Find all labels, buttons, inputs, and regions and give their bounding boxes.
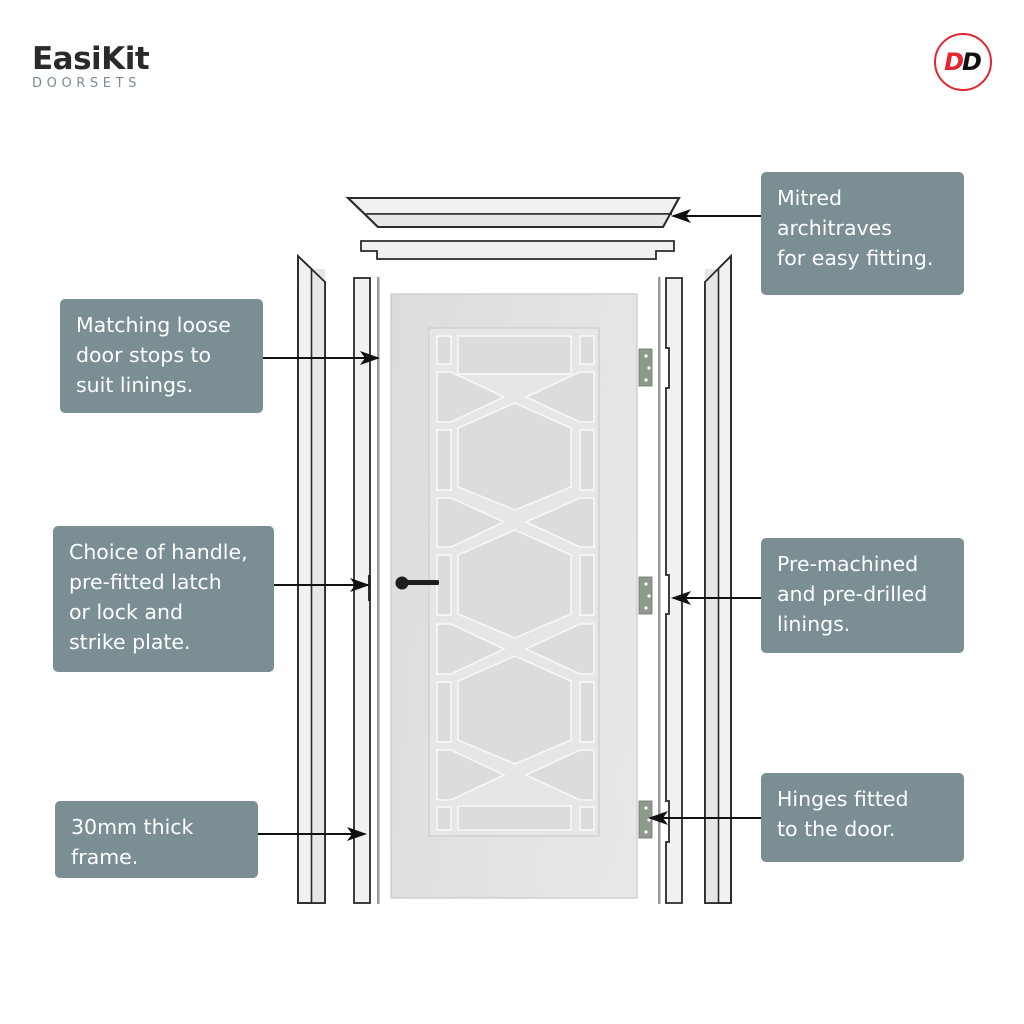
hinge-top [638, 348, 653, 387]
callout-line: frame. [71, 845, 139, 869]
callout-line: for easy fitting. [777, 246, 934, 270]
callout-line: Hinges fitted [777, 787, 909, 811]
callout-mitred-architraves: Mitred architraves for easy fitting. [761, 172, 964, 295]
callout-line: linings. [777, 612, 851, 636]
callout-line: strike plate. [69, 630, 191, 654]
callout-line: Mitred [777, 186, 843, 210]
door-stop-right [658, 277, 661, 904]
callout-line: door stops to [76, 343, 212, 367]
lining-left [353, 277, 371, 904]
hinge-bottom [638, 800, 653, 839]
callout-line: Matching loose [76, 313, 231, 337]
door-stop-left [377, 277, 380, 904]
callout-frame: 30mm thick frame. [55, 801, 258, 878]
callout-line: or lock and [69, 600, 183, 624]
head-lining [360, 240, 675, 260]
callout-line: pre-fitted latch [69, 570, 222, 594]
callout-handle: Choice of handle, pre-fitted latch or lo… [53, 526, 274, 672]
architrave-top [345, 197, 681, 228]
strike-plate [368, 575, 371, 601]
callout-line: suit linings. [76, 373, 194, 397]
badge-letter-black: D [962, 48, 982, 76]
brand-tagline: DOORSETS [32, 76, 141, 91]
architrave-left [297, 253, 326, 904]
callout-line: to the door. [777, 817, 896, 841]
brand-logo: EasiKit DOORSETS [32, 41, 150, 92]
callout-door-stops: Matching loose door stops to suit lining… [60, 299, 263, 413]
callout-line: and pre-drilled [777, 582, 928, 606]
hinges [638, 348, 653, 839]
door-leaf [390, 293, 638, 899]
hinge-middle [638, 576, 653, 615]
callout-line: Pre-machined [777, 552, 919, 576]
lining-right [665, 277, 683, 904]
callout-line: Choice of handle, [69, 540, 248, 564]
architrave-right [704, 253, 732, 904]
callout-linings: Pre-machined and pre-drilled linings. [761, 538, 964, 653]
badge-letter-red: D [944, 48, 964, 76]
brand-name: EasiKit [32, 41, 150, 77]
callout-line: 30mm thick [71, 815, 194, 839]
callout-hinges: Hinges fitted to the door. [761, 773, 964, 862]
callout-line: architraves [777, 216, 892, 240]
door-handle [395, 576, 439, 590]
